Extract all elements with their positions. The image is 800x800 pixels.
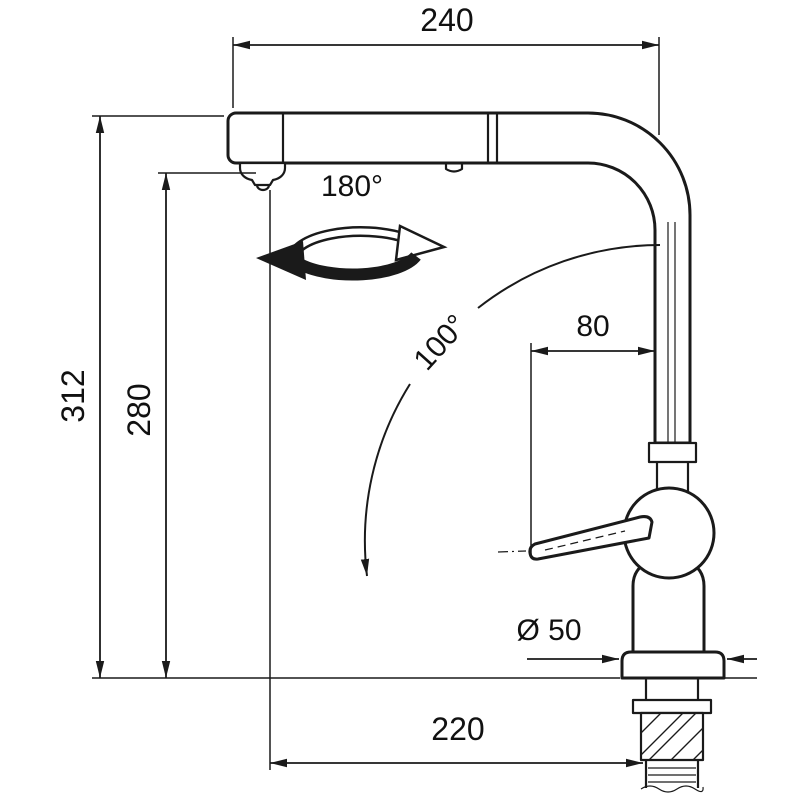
dim-d50-label: Ø 50 bbox=[516, 614, 581, 647]
base-flange bbox=[620, 650, 726, 680]
rotation-arrow-180 bbox=[256, 224, 448, 281]
rotation-arrow-solid-head bbox=[256, 241, 306, 280]
nut-hatch-4 bbox=[670, 727, 704, 761]
riser-collar bbox=[647, 441, 698, 464]
nut-hatch-2 bbox=[640, 712, 684, 756]
nut-hatch-3 bbox=[648, 712, 697, 761]
dim-base-diameter: Ø 50 bbox=[516, 614, 757, 664]
handle-centerline bbox=[497, 550, 527, 553]
dim-80-label: 80 bbox=[576, 310, 609, 343]
dim-240-label: 240 bbox=[420, 2, 473, 38]
dim-280: 280 bbox=[121, 172, 256, 678]
break-line bbox=[640, 785, 704, 793]
swivel-angle-label: 100° bbox=[408, 309, 474, 377]
faucet-outline bbox=[226, 111, 692, 445]
dim-312-label: 312 bbox=[55, 369, 91, 422]
dim-240: 240 bbox=[232, 2, 660, 135]
nut-hatch-1 bbox=[640, 712, 662, 734]
aerator-nub bbox=[255, 184, 271, 192]
swivel-arc-segment-1 bbox=[477, 244, 661, 309]
rotation-arrow-bottom-band bbox=[294, 252, 421, 281]
aerator bbox=[238, 161, 287, 187]
dim-280-label: 280 bbox=[121, 383, 157, 436]
spray-switch bbox=[444, 163, 464, 173]
faucet-body bbox=[226, 111, 757, 793]
dim-80: 80 bbox=[530, 310, 655, 556]
rotation-arrow-open-head bbox=[394, 224, 448, 262]
dim-220: 220 bbox=[269, 190, 643, 770]
nut-hatch-5 bbox=[692, 749, 704, 761]
dim-312: 312 bbox=[55, 115, 620, 679]
handle-hidden-line bbox=[544, 530, 626, 551]
washer bbox=[631, 698, 713, 715]
rotation-angle-label: 180° bbox=[321, 170, 383, 203]
dim-220-label: 220 bbox=[431, 711, 484, 747]
swivel-arc-segment-2 bbox=[360, 383, 411, 577]
